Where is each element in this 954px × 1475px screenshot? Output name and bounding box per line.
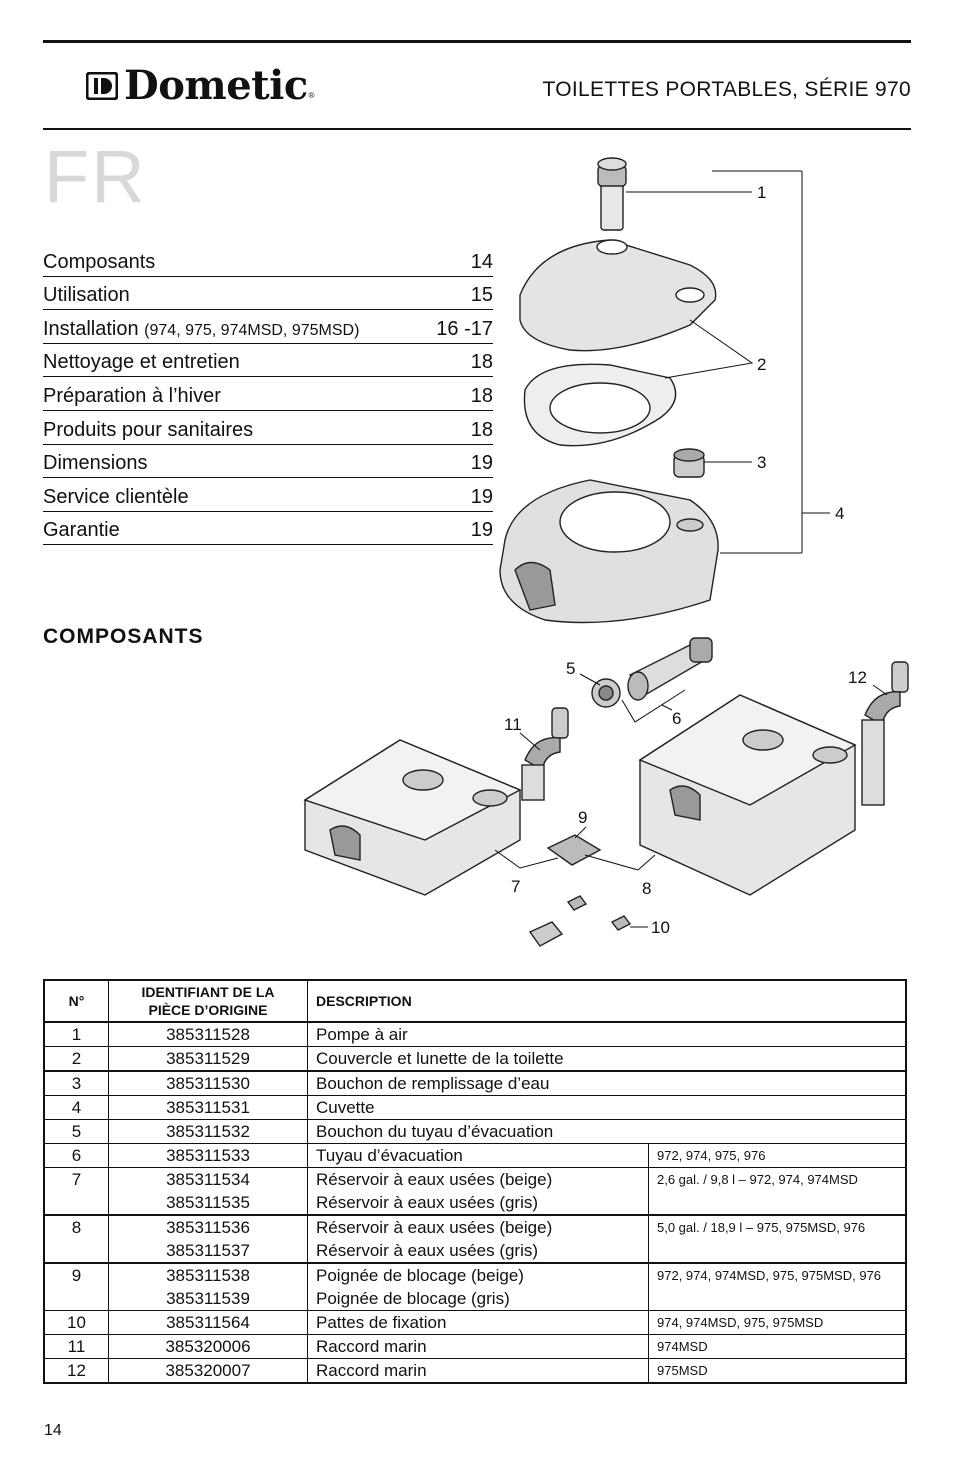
table-row: 2 385311529 Couvercle et lunette de la t… bbox=[43, 1046, 907, 1072]
toc-page: 16 -17 bbox=[436, 317, 493, 340]
section-heading: COMPOSANTS bbox=[43, 625, 204, 648]
header-num: N° bbox=[43, 979, 109, 1023]
diagram-label-8: 8 bbox=[642, 879, 651, 898]
toc-entry[interactable]: Préparation à l’hiver 18 bbox=[43, 377, 493, 411]
toc-page: 18 bbox=[470, 418, 493, 441]
dometic-logo: Dometic ® bbox=[86, 66, 315, 106]
diagram-label-3: 3 bbox=[757, 453, 766, 472]
table-of-contents: Composants 14 Utilisation 15 Installatio… bbox=[43, 243, 493, 546]
toc-page: 19 bbox=[470, 452, 493, 475]
diagram-label-12: 12 bbox=[848, 668, 867, 687]
diagram-label-1: 1 bbox=[757, 183, 766, 202]
table-row: 3 385311530 Bouchon de remplissage d’eau bbox=[43, 1070, 907, 1096]
toc-entry[interactable]: Garantie 19 bbox=[43, 512, 493, 546]
lid-seat-illustration bbox=[519, 239, 717, 447]
mounting-bracket-illustration bbox=[528, 895, 632, 947]
fill-cap-illustration bbox=[673, 448, 705, 478]
exploded-parts-diagram: 1 2 3 4 5 6 7 8 9 10 11 12 bbox=[303, 157, 909, 947]
toc-entry[interactable]: Installation (974, 975, 974MSD, 975MSD) … bbox=[43, 310, 493, 344]
toc-page: 14 bbox=[470, 250, 493, 273]
table-row: 5 385311532 Bouchon du tuyau d’évacuatio… bbox=[43, 1119, 907, 1144]
header-rule bbox=[43, 128, 911, 130]
drain-pipe-illustration bbox=[627, 637, 713, 701]
toc-page: 15 bbox=[470, 284, 493, 307]
toc-label: Installation (974, 975, 974MSD, 975MSD) bbox=[43, 317, 360, 340]
drain-cap-illustration bbox=[591, 678, 621, 708]
header-description: DESCRIPTION bbox=[307, 979, 907, 1023]
page-number: 14 bbox=[44, 1422, 62, 1439]
toc-label: Préparation à l’hiver bbox=[43, 384, 221, 407]
language-code: FR bbox=[44, 135, 147, 218]
toc-label: Produits pour sanitaires bbox=[43, 418, 254, 441]
large-tank-illustration bbox=[638, 694, 857, 896]
top-rule bbox=[43, 40, 911, 43]
diagram-label-2: 2 bbox=[757, 355, 766, 374]
diagram-labels: 1 2 3 4 5 6 7 8 9 10 11 12 bbox=[504, 183, 867, 937]
diagram-label-9: 9 bbox=[578, 808, 587, 827]
registered-mark: ® bbox=[308, 90, 315, 100]
marine-fitting-illustration bbox=[521, 661, 909, 806]
pump-part-illustration bbox=[597, 157, 627, 231]
diagram-label-6: 6 bbox=[672, 709, 681, 728]
lock-handle-illustration bbox=[546, 834, 602, 866]
toc-label: Dimensions bbox=[43, 452, 148, 475]
toc-entry[interactable]: Nettoyage et entretien 18 bbox=[43, 344, 493, 378]
toc-page: 18 bbox=[470, 351, 493, 374]
diagram-label-11: 11 bbox=[504, 715, 522, 734]
document-title: TOILETTES PORTABLES, SÉRIE 970 bbox=[542, 78, 911, 101]
logo-wordmark: Dometic bbox=[124, 62, 308, 109]
leader-lines bbox=[494, 170, 888, 928]
bowl-illustration bbox=[499, 479, 719, 624]
toc-label: Utilisation bbox=[43, 284, 130, 307]
toc-entry[interactable]: Service clientèle 19 bbox=[43, 478, 493, 512]
toc-label: Service clientèle bbox=[43, 485, 189, 508]
table-row: 6 385311533 Tuyau d’évacuation 972, 974,… bbox=[43, 1143, 907, 1168]
table-row: 4 385311531 Cuvette bbox=[43, 1095, 907, 1120]
table-row: 1 385311528 Pompe à air bbox=[43, 1021, 907, 1047]
diagram-label-5: 5 bbox=[566, 659, 575, 678]
table-row: 12 385320007 Raccord marin 975MSD bbox=[43, 1358, 907, 1384]
toc-page: 18 bbox=[470, 384, 493, 407]
table-row: 11 385320006 Raccord marin 974MSD bbox=[43, 1334, 907, 1359]
toc-entry[interactable]: Utilisation 15 bbox=[43, 277, 493, 311]
diagram-label-4: 4 bbox=[835, 504, 844, 523]
dometic-emblem-icon bbox=[86, 72, 118, 100]
diagram-label-7: 7 bbox=[511, 877, 520, 896]
toc-label: Nettoyage et entretien bbox=[43, 351, 240, 374]
toc-page: 19 bbox=[470, 485, 493, 508]
toc-label: Garantie bbox=[43, 519, 120, 542]
toc-entry[interactable]: Produits pour sanitaires 18 bbox=[43, 411, 493, 445]
small-tank-illustration bbox=[303, 739, 522, 896]
toc-entry[interactable]: Composants 14 bbox=[43, 243, 493, 277]
toc-label: Composants bbox=[43, 250, 156, 273]
toc-entry[interactable]: Dimensions 19 bbox=[43, 445, 493, 479]
diagram-label-10: 10 bbox=[651, 918, 670, 937]
toc-page: 19 bbox=[470, 519, 493, 542]
table-row: 10 385311564 Pattes de fixation 974, 974… bbox=[43, 1310, 907, 1335]
